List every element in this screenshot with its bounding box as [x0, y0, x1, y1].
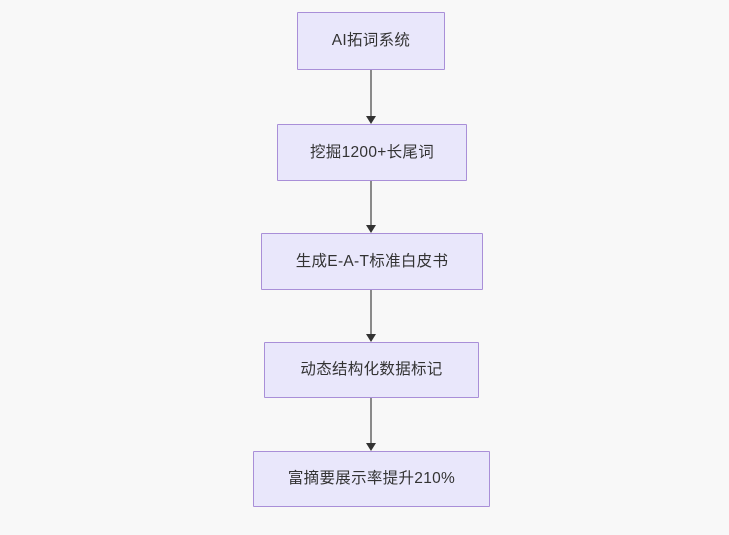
flow-node-dynamic-structured-data-markup[interactable]: 动态结构化数据标记 [264, 342, 479, 398]
arrowhead-down-icon [366, 116, 376, 124]
edge-line [370, 398, 372, 443]
arrowhead-down-icon [366, 225, 376, 233]
arrowhead-down-icon [366, 443, 376, 451]
edge-line [370, 70, 372, 116]
flow-node-label: 生成E-A-T标准白皮书 [295, 252, 449, 270]
flow-node-ai-keyword-system[interactable]: AI拓词系统 [297, 12, 445, 70]
flow-node-label: AI拓词系统 [331, 32, 411, 50]
flow-node-generate-eat-whitepaper[interactable]: 生成E-A-T标准白皮书 [261, 233, 483, 290]
flow-node-mine-longtail-keywords[interactable]: 挖掘1200+长尾词 [277, 124, 467, 181]
flow-node-rich-snippet-impression-uplift[interactable]: 富摘要展示率提升210% [253, 451, 490, 507]
flow-node-label: 动态结构化数据标记 [300, 361, 443, 379]
edge-line [370, 181, 372, 225]
flow-node-label: 挖掘1200+长尾词 [309, 143, 435, 161]
flow-node-label: 富摘要展示率提升210% [287, 470, 456, 488]
edge-line [370, 290, 372, 334]
arrowhead-down-icon [366, 334, 376, 342]
